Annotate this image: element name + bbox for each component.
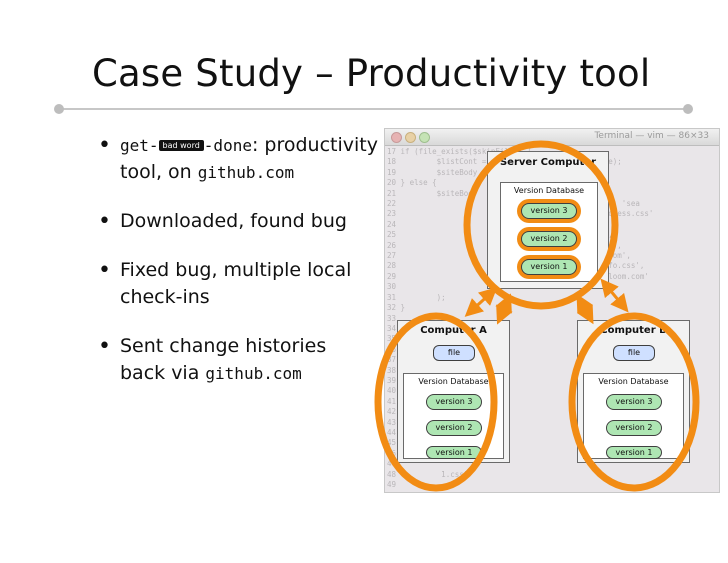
- server-db-label: Version Database: [513, 186, 585, 195]
- computer-a: Computer A file Version Database version…: [397, 320, 510, 463]
- zoom-dot-icon: [419, 132, 430, 143]
- bullet-3-line-2: check-ins: [120, 286, 210, 308]
- bullet-2-text: Downloaded, found bug: [120, 210, 347, 232]
- terminal-line: 32 }: [387, 303, 406, 313]
- server-title: Server Computer: [499, 157, 597, 168]
- tool-name-prefix: get-: [120, 136, 159, 155]
- computer-b-title: Computer B: [600, 325, 667, 336]
- terminal-titlebar: Terminal — vim — 86×33: [385, 129, 719, 146]
- divider-end-right: [683, 104, 693, 114]
- computer-b-version-db: Version Database version 3 version 2 ver…: [583, 373, 684, 459]
- computer-b-file: file: [613, 345, 655, 361]
- computer-b-db-label: Version Database: [598, 377, 669, 386]
- terminal-line: 19 $siteBody: [387, 167, 478, 177]
- bullet-list: get-bad word-done: productivity tool, on…: [98, 132, 383, 403]
- server-computer: Server Computer Version Database version…: [487, 151, 609, 289]
- server-version-db: Version Database version 3 version 2 ver…: [500, 182, 598, 282]
- computer-a-version-db: Version Database version 3 version 2 ver…: [403, 373, 504, 459]
- bullet-4-line-1: Sent change histories: [120, 335, 327, 357]
- computer-b-version-2: version 2: [606, 420, 662, 436]
- divider-end-left: [54, 104, 64, 114]
- terminal-line: 20 } else {: [387, 178, 437, 188]
- computer-a-db-label: Version Database: [418, 377, 489, 386]
- server-version-2: version 2: [521, 231, 577, 247]
- server-version-1: version 1: [521, 259, 577, 275]
- bullet-1: get-bad word-done: productivity tool, on…: [98, 132, 383, 186]
- bullet-4-line-2: back via: [120, 362, 206, 384]
- terminal-title: Terminal — vim — 86×33: [594, 131, 709, 141]
- slide-title: Case Study – Productivity tool: [92, 52, 651, 95]
- redaction-box: bad word: [158, 140, 204, 151]
- computer-a-title: Computer A: [420, 325, 487, 336]
- bullet-4: Sent change histories back via github.co…: [98, 333, 383, 387]
- terminal-line: 31 );: [387, 292, 446, 302]
- terminal-line: 48 1.css": [387, 469, 469, 479]
- computer-b: Computer B file Version Database version…: [577, 320, 690, 463]
- tool-name-suffix: -done: [203, 136, 252, 155]
- close-dot-icon: [391, 132, 402, 143]
- terminal-line: 30: [387, 282, 397, 292]
- computer-a-version-1: version 1: [426, 446, 482, 459]
- computer-a-file: file: [433, 345, 475, 361]
- bullet-2: Downloaded, found bug: [98, 208, 383, 235]
- bullet-3-line-1: Fixed bug, multiple local: [120, 259, 352, 281]
- terminal-line: 21 $siteBody: [387, 188, 478, 198]
- computer-a-version-3: version 3: [426, 394, 482, 410]
- bullet-3: Fixed bug, multiple local check-ins: [98, 257, 383, 311]
- computer-b-version-3: version 3: [606, 394, 662, 410]
- bullet-1-text-b: tool, on: [120, 161, 198, 183]
- minimize-dot-icon: [405, 132, 416, 143]
- computer-a-version-2: version 2: [426, 420, 482, 436]
- server-version-3: version 3: [521, 203, 577, 219]
- github-link-2: github.com: [205, 364, 302, 383]
- github-link-1: github.com: [197, 163, 295, 182]
- computer-b-version-1: version 1: [606, 446, 662, 459]
- bullet-1-text-a: : productivity: [251, 134, 378, 156]
- title-divider: [58, 108, 688, 110]
- terminal-line: 49: [387, 480, 397, 489]
